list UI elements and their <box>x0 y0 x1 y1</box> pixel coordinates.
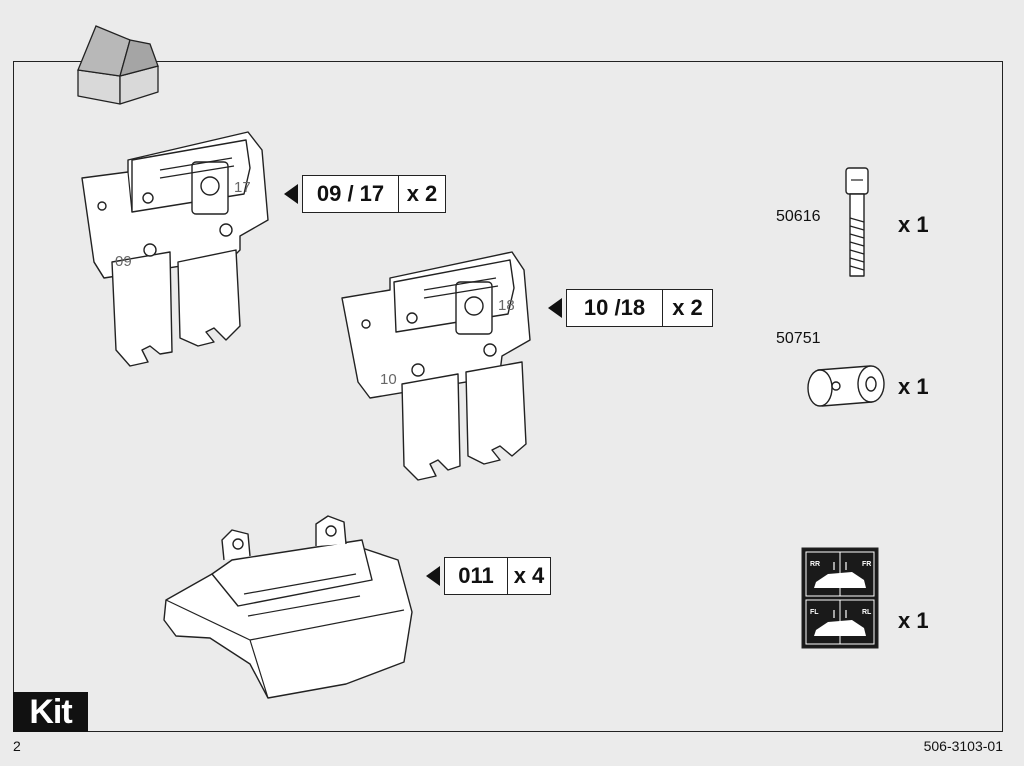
bracket-a-qty: x 2 <box>406 181 438 206</box>
bolt-illustration <box>845 167 869 277</box>
bracket-a-code: 09 / 17 <box>303 176 399 212</box>
barrel-nut-illustration <box>807 365 885 407</box>
bracket-a-illustration: 09 17 <box>81 131 269 367</box>
bracket-a-right-tag: 17 <box>234 179 251 196</box>
sticker-fr: FR <box>862 561 871 568</box>
barrel-nut-part-number: 50751 <box>776 330 821 347</box>
bracket-b-left-tag: 10 <box>380 371 397 388</box>
kit-badge: Kit <box>13 692 88 732</box>
pointer-arrow-icon <box>548 298 562 318</box>
bracket-b-code: 10 /18 <box>567 290 663 326</box>
foot-pad-qty: x 4 <box>513 563 545 588</box>
sticker-rl: RL <box>862 609 872 616</box>
foot-pad-code: 011 <box>445 558 508 594</box>
bracket-b-qty: x 2 <box>672 295 703 320</box>
barrel-nut-qty: x 1 <box>898 374 929 399</box>
sticker-rr: RR <box>810 561 820 568</box>
bracket-a-label: 09 / 17 x 2 <box>302 175 446 213</box>
document-number: 506-3103-01 <box>923 738 1003 754</box>
sticker-sheet-illustration: RR FR FL RL <box>801 547 879 649</box>
sticker-fl: FL <box>810 609 819 616</box>
sticker-sheet-qty: x 1 <box>898 608 929 633</box>
foot-pad-label: 011 x 4 <box>444 557 551 595</box>
open-box-icon <box>77 25 159 105</box>
pointer-arrow-icon <box>284 184 298 204</box>
bracket-b-label: 10 /18 x 2 <box>566 289 713 327</box>
bracket-b-right-tag: 18 <box>498 297 515 314</box>
bolt-part-number: 50616 <box>776 208 821 225</box>
bolt-qty: x 1 <box>898 212 929 237</box>
page-frame <box>13 61 1003 732</box>
bracket-a-left-tag: 09 <box>115 253 132 270</box>
pointer-arrow-icon <box>426 566 440 586</box>
foot-pad-illustration <box>163 515 413 699</box>
page-number: 2 <box>13 738 21 754</box>
bracket-b-illustration: 10 18 <box>341 251 531 481</box>
